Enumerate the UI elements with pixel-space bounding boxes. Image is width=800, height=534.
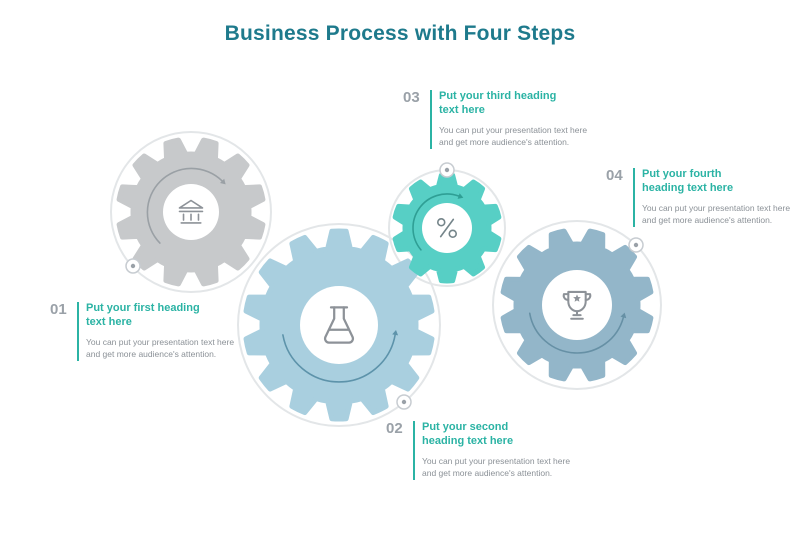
gear-2-center: [300, 286, 378, 364]
step-1: 01 Put your first heading text here You …: [50, 301, 238, 361]
step-2-number: 02: [386, 420, 403, 437]
connector-dot: [396, 394, 412, 410]
step-3-body: You can put your presentation text here …: [439, 124, 588, 148]
cycle-arrow: [528, 312, 625, 354]
step-4-number: 04: [606, 167, 623, 184]
step-1-heading: Put your first heading text here: [86, 302, 200, 328]
flask-icon: [323, 306, 355, 344]
gear-2: [243, 228, 435, 422]
step-2-separator: [413, 421, 415, 480]
gear-outline-ring: [110, 131, 272, 293]
gear-outline-ring: [492, 220, 662, 390]
cycle-arrow: [282, 334, 396, 383]
step-1-number: 01: [50, 301, 67, 318]
step-3-number: 03: [403, 89, 420, 106]
gear-4: [500, 228, 654, 382]
step-4-body: You can put your presentation text here …: [642, 202, 791, 226]
gear-1: [116, 137, 266, 287]
trophy-icon: [562, 290, 592, 320]
arrowhead: [457, 193, 464, 199]
step-1-body: You can put your presentation text here …: [86, 336, 235, 360]
gear-outline-ring: [237, 223, 441, 427]
connector-dot: [125, 258, 141, 274]
gear-4-center: [542, 270, 612, 340]
step-3-separator: [430, 90, 432, 149]
arrowhead: [620, 312, 627, 319]
page-title: Business Process with Four Steps: [224, 22, 576, 45]
cycle-arrow: [412, 193, 460, 251]
gear-3: [392, 172, 502, 284]
step-4-heading: Put your fourth heading text here: [642, 168, 734, 194]
step-2: 02 Put your second heading text here You…: [386, 420, 574, 480]
percent-icon: [436, 217, 458, 239]
connector-dot: [628, 237, 644, 253]
step-4-separator: [633, 168, 635, 227]
cycle-arrow: [146, 167, 223, 244]
arrowhead: [392, 329, 399, 336]
step-4: 04 Put your fourth heading text here You…: [606, 167, 794, 227]
step-2-heading: Put your second heading text here: [422, 421, 514, 447]
step-3: 03 Put your third heading text here You …: [403, 89, 591, 149]
arrowhead: [219, 178, 226, 185]
bank-icon: [178, 199, 204, 224]
step-2-body: You can put your presentation text here …: [422, 455, 571, 479]
connector-dot: [439, 162, 455, 178]
step-3-heading: Put your third heading text here: [439, 90, 557, 116]
step-1-separator: [77, 302, 79, 361]
